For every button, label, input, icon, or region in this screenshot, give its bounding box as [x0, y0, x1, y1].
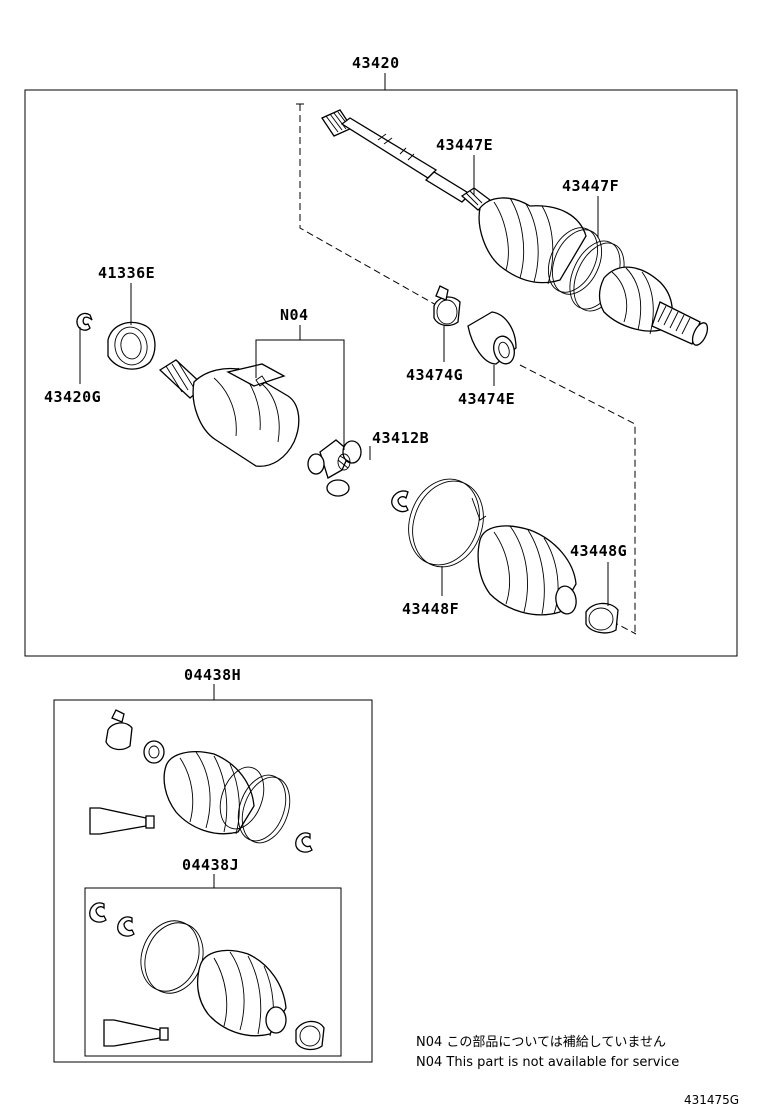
label-leaders	[79, 155, 609, 606]
kit-frame-04438J	[84, 887, 342, 1057]
label-43447F: 43447F	[562, 177, 619, 195]
dashed-leader-shaft	[299, 104, 636, 632]
label-43474G: 43474G	[406, 366, 463, 384]
clamp-ring-43448F	[408, 478, 487, 568]
label-43447E: 43447E	[436, 136, 493, 154]
tripod-43412B	[307, 439, 362, 497]
outer-boot-43448	[477, 525, 577, 616]
label-43448F: 43448F	[402, 600, 459, 618]
inner-boot-43447E	[478, 197, 587, 285]
label-04438H: 04438H	[184, 666, 241, 684]
note-line-english: N04 This part is not available for servi…	[416, 1055, 679, 1070]
label-04438J: 04438J	[182, 856, 239, 874]
drive-shaft	[321, 109, 492, 211]
kit-h-parts	[89, 709, 313, 853]
outer-cv-joint	[598, 266, 709, 346]
main-assembly-frame	[24, 89, 738, 657]
inner-joint-housing	[158, 359, 300, 467]
bearing-seal-41336E	[107, 321, 156, 370]
boot-43474E	[467, 311, 517, 365]
note-line-japanese: N04 この部品については補給していません	[416, 1035, 666, 1050]
kit-j-parts	[89, 902, 325, 1051]
label-43420G: 43420G	[44, 388, 101, 406]
label-43448G: 43448G	[570, 542, 627, 560]
kit-frame-04438H	[53, 699, 373, 1063]
label-43412B: 43412B	[372, 429, 429, 447]
label-41336E: 41336E	[98, 264, 155, 282]
label-43420: 43420	[352, 54, 400, 72]
snap-ring-small	[391, 490, 409, 513]
snap-ring-43420G	[76, 312, 93, 331]
label-N04: N04	[280, 306, 309, 324]
clamp-43474G	[433, 285, 461, 327]
label-43474E: 43474E	[458, 390, 515, 408]
clamp-43448G	[585, 602, 619, 634]
drawing-code: 431475G	[684, 1093, 739, 1107]
